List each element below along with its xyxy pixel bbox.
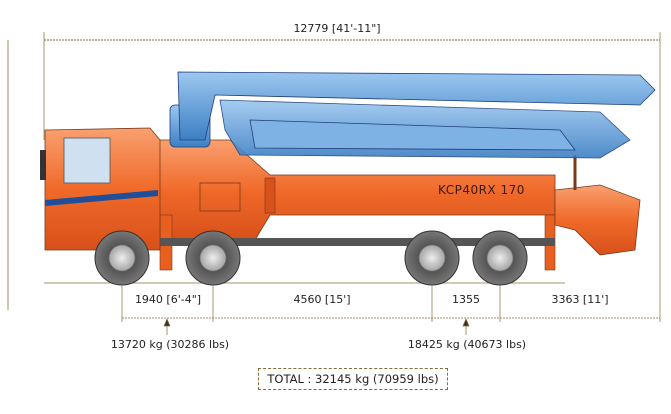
axle-dimension-line xyxy=(121,230,661,335)
truck-body xyxy=(150,139,641,271)
overall-dimension-line xyxy=(43,32,661,230)
total-weight-box: TOTAL : 32145 kg (70959 lbs) xyxy=(258,368,448,390)
wheel-front-1 xyxy=(94,230,150,286)
wheel-rear-1 xyxy=(404,230,460,286)
hopper xyxy=(554,184,641,256)
wheel-rear-2 xyxy=(472,230,528,286)
rear-axle-load: 18425 kg (40673 lbs) xyxy=(407,338,527,351)
dimension-label: 1355 xyxy=(452,293,480,306)
cab-stripe xyxy=(45,190,158,206)
model-label: KCP40RX 170 xyxy=(438,183,525,197)
dimension-label: 4560 [15'] xyxy=(293,293,351,306)
dimension-label: 3363 [11'] xyxy=(551,293,609,306)
control-box xyxy=(199,182,241,212)
truck-cab xyxy=(40,127,161,251)
overall-length-label: 12779 [41'-11"] xyxy=(293,22,381,35)
wheel-front-2 xyxy=(185,230,241,286)
front-axle-load: 13720 kg (30286 lbs) xyxy=(110,338,230,351)
dimension-label: 1940 [6'-4"] xyxy=(134,293,202,306)
cab-window xyxy=(63,137,111,184)
boom xyxy=(169,71,656,159)
wheels xyxy=(94,230,528,286)
